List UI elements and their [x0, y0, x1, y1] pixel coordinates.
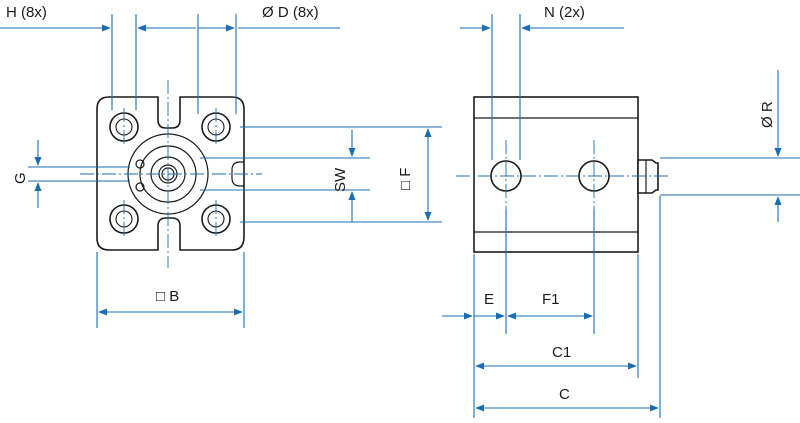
- front-view: [80, 80, 262, 268]
- dim-g: G: [12, 140, 130, 208]
- label-sw: SW: [332, 167, 349, 192]
- dim-f1: F1: [507, 291, 593, 320]
- dim-c1: C1: [475, 344, 637, 370]
- label-f1: F1: [542, 291, 560, 308]
- label-n: N (2x): [544, 4, 585, 21]
- label-e: E: [484, 291, 494, 308]
- dim-f: □ F: [240, 126, 442, 223]
- label-c: C: [559, 386, 570, 403]
- dim-e: E: [442, 291, 505, 320]
- label-f: □ F: [397, 168, 414, 190]
- dim-b: □ B: [96, 252, 245, 328]
- dim-sw: SW: [200, 130, 370, 222]
- dim-d: Ø D (8x): [197, 4, 340, 114]
- label-h: H (8x): [6, 4, 47, 21]
- pin-hole-lower: [135, 182, 145, 192]
- dim-c: C: [475, 386, 659, 412]
- dim-r: Ø R: [660, 70, 800, 222]
- dim-n: N (2x): [460, 4, 624, 160]
- rod-stub: [637, 159, 659, 194]
- front-slot: [231, 161, 244, 187]
- dim-h: H (8x): [0, 4, 196, 110]
- label-d: Ø D (8x): [262, 4, 319, 21]
- label-r: Ø R: [759, 101, 776, 128]
- label-c1: C1: [552, 344, 571, 361]
- side-view: [456, 96, 670, 253]
- label-b: □ B: [156, 288, 179, 305]
- label-g: G: [12, 172, 29, 184]
- pin-hole: [135, 159, 145, 169]
